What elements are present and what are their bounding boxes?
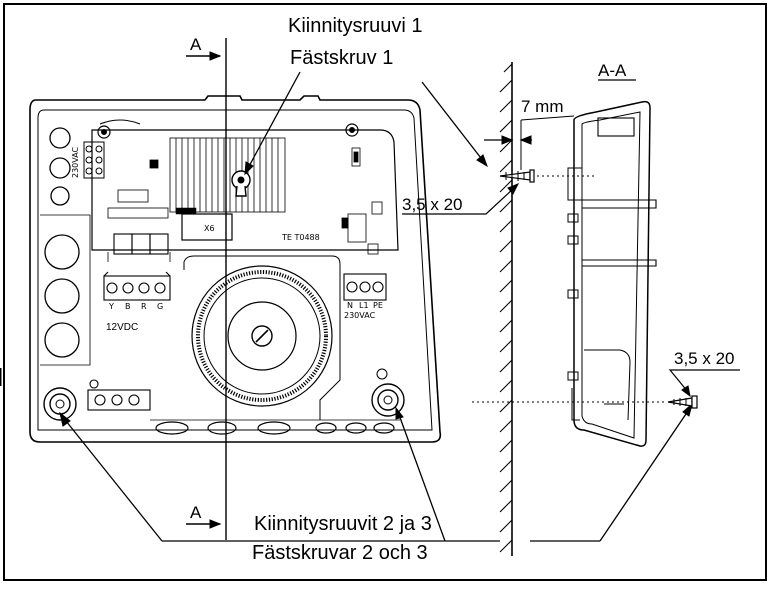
screw-size-upper: 3,5 x 20 bbox=[402, 195, 463, 214]
svg-text:L1: L1 bbox=[359, 301, 369, 310]
section-line-a bbox=[186, 38, 227, 540]
section-mark-top: A bbox=[190, 35, 202, 54]
screw-upper bbox=[499, 169, 594, 183]
housing-outline bbox=[29, 95, 442, 443]
outer-frame bbox=[3, 3, 767, 581]
label-screws23-fi: Kiinnitysruuvit 2 ja 3 bbox=[254, 513, 432, 535]
label-12vdc: 12VDC bbox=[106, 322, 138, 333]
gap-dimension bbox=[484, 115, 575, 170]
x6-component bbox=[181, 213, 233, 241]
label-x6: X6 bbox=[204, 224, 215, 233]
svg-text:G: G bbox=[157, 302, 163, 311]
section-view-title: A-A bbox=[598, 61, 627, 80]
leader-screw-size-upper bbox=[402, 183, 520, 215]
wall-section bbox=[499, 62, 513, 556]
gap-dimension-label: 7 mm bbox=[521, 97, 564, 116]
terminal-block-12vdc bbox=[103, 271, 171, 301]
section-mark-bottom: A bbox=[190, 503, 202, 522]
device-front-view bbox=[29, 95, 442, 443]
fixing-hole-3 bbox=[371, 368, 405, 417]
svg-text:PE: PE bbox=[373, 301, 383, 310]
board-screw-right bbox=[345, 123, 359, 137]
svg-text:B: B bbox=[125, 302, 131, 311]
fixing-hole-2 bbox=[43, 387, 77, 421]
label-230vac-left: 230VAC bbox=[71, 146, 80, 178]
left-knockouts bbox=[40, 127, 91, 366]
relays bbox=[113, 233, 169, 255]
mains-terminal-letters: N L1 PE bbox=[347, 301, 383, 310]
board-components bbox=[107, 147, 383, 255]
screw-size-lower: 3,5 x 20 bbox=[674, 349, 735, 368]
bottom-knockouts bbox=[150, 419, 400, 435]
terminal-block-230vac bbox=[343, 273, 387, 301]
terminal-letters: Y B R G bbox=[108, 302, 163, 311]
leader-screws23 bbox=[59, 402, 693, 542]
circuit-board bbox=[91, 129, 399, 251]
screw-lower bbox=[472, 395, 698, 409]
leader-screw1 bbox=[244, 71, 301, 176]
cable-route bbox=[183, 255, 341, 420]
board-screw-left bbox=[97, 125, 111, 139]
keyhole-screw-1 bbox=[231, 170, 251, 197]
label-screw1-fi: Kiinnitysruuvi 1 bbox=[288, 15, 423, 37]
device-side-profile bbox=[567, 100, 657, 447]
svg-text:R: R bbox=[141, 302, 147, 311]
earth-terminal bbox=[87, 379, 151, 411]
label-te: TE T0488 bbox=[281, 233, 320, 242]
leader-screw-size-lower bbox=[668, 369, 740, 398]
label-230vac-right: 230VAC bbox=[344, 311, 376, 320]
svg-text:N: N bbox=[347, 301, 353, 310]
label-screw1-sv: Fästskruv 1 bbox=[290, 47, 393, 69]
housing-inner bbox=[37, 109, 433, 431]
heat-sink bbox=[169, 137, 286, 213]
leader-screw1-section bbox=[421, 81, 488, 168]
toroidal-transformer bbox=[191, 265, 333, 407]
svg-text:Y: Y bbox=[108, 302, 114, 311]
label-screws23-sv: Fästskruvar 2 och 3 bbox=[252, 542, 428, 564]
left-mains-terminal bbox=[83, 141, 105, 179]
